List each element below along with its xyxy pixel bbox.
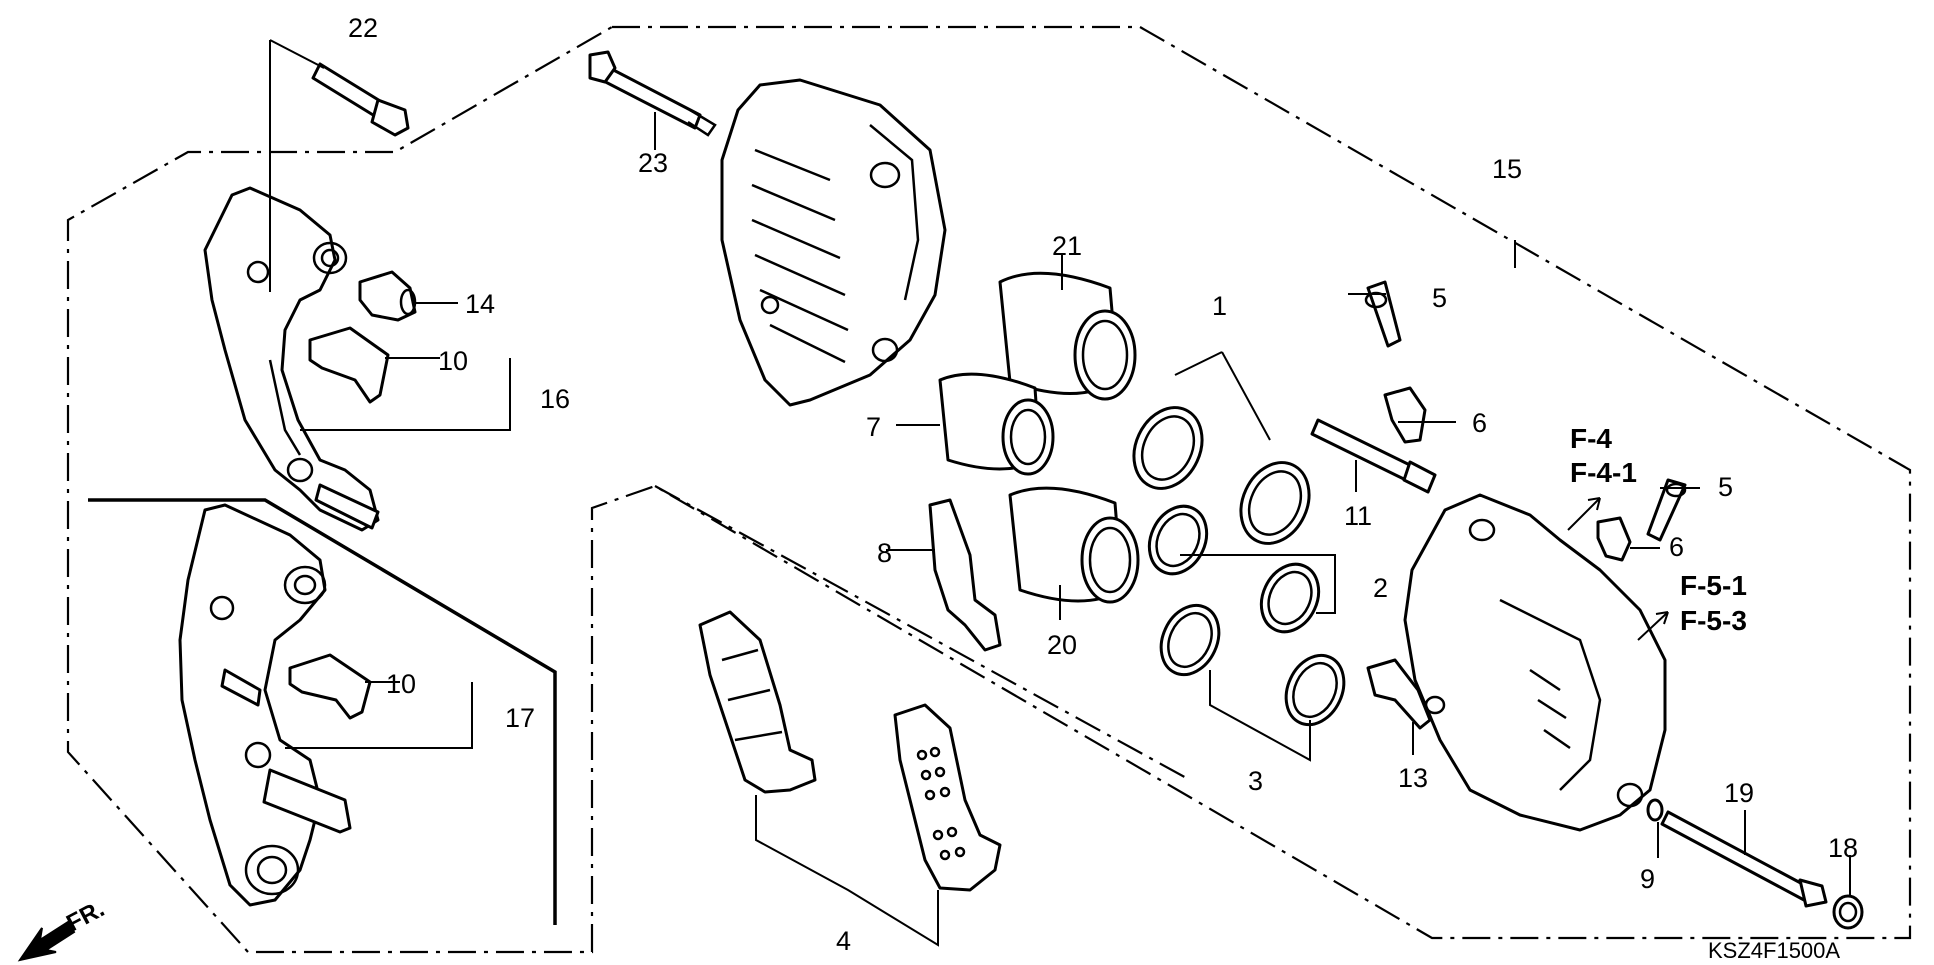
- part-number-4: 4: [836, 926, 851, 956]
- part-number-23: 23: [638, 148, 668, 178]
- part-number-19: 19: [1724, 778, 1754, 808]
- reference-label-f-5-3: F-5-3: [1680, 605, 1747, 636]
- part-number-17: 17: [505, 703, 535, 733]
- part-number-15: 15: [1492, 154, 1522, 184]
- part-number-14: 14: [465, 289, 495, 319]
- brake-pad-inner: [698, 610, 817, 794]
- part-number-7: 7: [866, 412, 881, 442]
- boot-14: [358, 270, 417, 322]
- part-number-1: 1: [1212, 291, 1227, 321]
- pad-spring-8: [928, 498, 1002, 652]
- reference-labels: F-4F-4-1F-5-1F-5-3: [1570, 423, 1747, 636]
- part-number-13: 13: [1398, 763, 1428, 793]
- bracket-group-outline: [88, 498, 557, 925]
- bleeder-valve-upper: [1364, 280, 1402, 348]
- part-number-3: 3: [1248, 766, 1263, 796]
- clip-10-upper: [308, 326, 390, 404]
- cap-6-upper: [1383, 386, 1427, 444]
- part-number-5: 5: [1432, 283, 1447, 313]
- part-number-11: 11: [1344, 501, 1372, 531]
- brake-pad-outer: [893, 703, 1002, 892]
- part-number-20: 20: [1047, 630, 1077, 660]
- part-number-9: 9: [1640, 864, 1655, 894]
- caliper-outer-half: [720, 78, 947, 407]
- cap-6-lower: [1596, 516, 1632, 562]
- part-number-22: 22: [348, 13, 378, 43]
- caliper-inner-half: [1403, 493, 1667, 832]
- part-number-21: 21: [1052, 231, 1082, 261]
- leader-lines: [269, 39, 1851, 947]
- clip-10-lower: [288, 653, 372, 720]
- reference-label-f-4-1: F-4-1: [1570, 457, 1637, 488]
- part-number-10: 10: [438, 346, 468, 376]
- part-number-18: 18: [1828, 833, 1858, 863]
- piston-seals: [1132, 406, 1346, 727]
- part-number-2: 2: [1373, 573, 1388, 603]
- reference-label-f-4: F-4: [1570, 423, 1612, 454]
- bleeder-valve-lower: [1646, 478, 1687, 542]
- caliper-bracket-upper: [203, 186, 380, 532]
- part-number-10: 10: [386, 669, 416, 699]
- fitting-13: [1366, 658, 1432, 730]
- bolt-23: [588, 50, 717, 137]
- washer-9: [1646, 798, 1664, 822]
- part-number-8: 8: [877, 538, 892, 568]
- caliper-bracket-lower: [178, 503, 352, 907]
- reference-arrows: [1567, 497, 1669, 641]
- bolt-19: [1660, 810, 1828, 908]
- pin-11: [1310, 418, 1437, 494]
- part-number-6: 6: [1472, 408, 1487, 438]
- group-boundary-inner: [654, 485, 1191, 781]
- front-direction-arrow: FR.: [17, 895, 109, 962]
- part-number-5: 5: [1718, 472, 1733, 502]
- group-boundary-caliper: [66, 25, 1912, 954]
- part-number-6: 6: [1669, 532, 1684, 562]
- piston-20: [1008, 486, 1140, 604]
- part-number-16: 16: [540, 384, 570, 414]
- piston-21: [998, 271, 1137, 401]
- reference-label-f-5-1: F-5-1: [1680, 570, 1747, 601]
- drawing-code: KSZ4F1500A: [1708, 938, 1840, 963]
- piston-7: [938, 372, 1055, 476]
- plug-18: [1832, 894, 1864, 930]
- bolt-22: [311, 62, 410, 137]
